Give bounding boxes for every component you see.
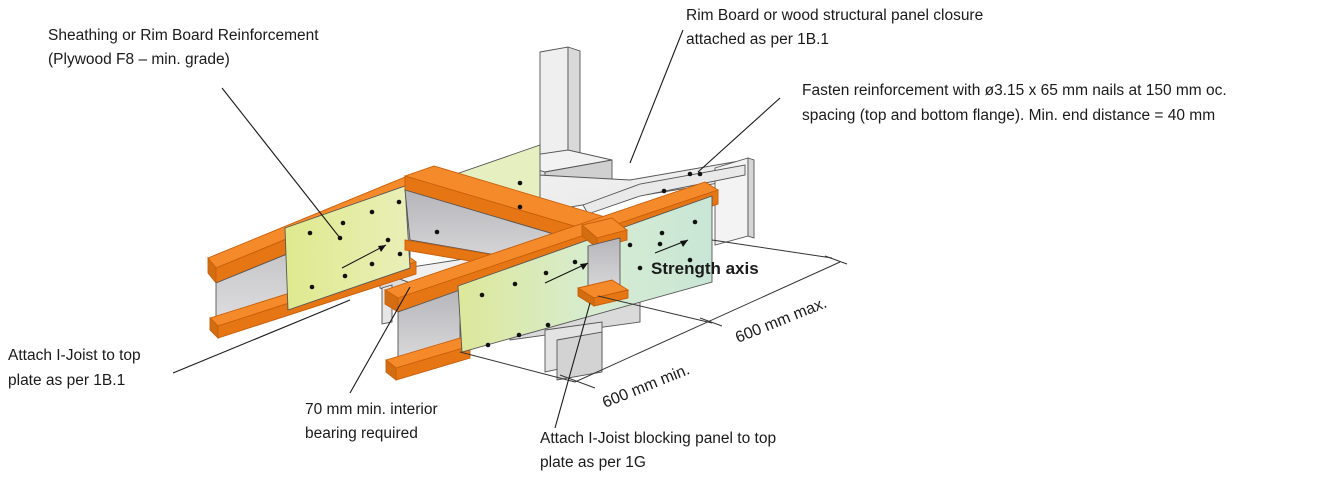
fasten-label-line2: spacing (top and bottom flange). Min. en… <box>802 107 1215 124</box>
interior-bearing-line2: bearing required <box>305 425 418 442</box>
interior-bearing-label: 70 mm min. interior bearing required <box>305 401 442 442</box>
interior-bearing-line1: 70 mm min. interior <box>305 401 438 418</box>
fasten-label: Fasten reinforcement with ø3.15 x 65 mm … <box>802 82 1231 124</box>
blocking-i-joist <box>576 217 630 307</box>
rim-board-label-line1: Rim Board or wood structural panel closu… <box>686 7 983 24</box>
rim-board-label-line2: attached as per 1B.1 <box>686 31 829 48</box>
blocking-panel-label: Attach I-Joist blocking panel to top pla… <box>540 430 780 471</box>
sheathing-label-line1: Sheathing or Rim Board Reinforcement <box>48 27 319 44</box>
dimension-lines <box>459 239 848 389</box>
sheathing-label-line2: (Plywood F8 – min. grade) <box>48 51 230 68</box>
leader-lines <box>172 29 781 429</box>
nails <box>307 171 703 348</box>
dim-min-label: 600 mm min. <box>600 361 692 411</box>
rim-board-label: Rim Board or wood structural panel closu… <box>686 7 988 48</box>
panel-arrows <box>341 239 689 284</box>
attach-top-plate-line1: Attach I-Joist to top <box>8 347 141 364</box>
blocking-panel-line1: Attach I-Joist blocking panel to top <box>540 430 776 447</box>
attach-top-plate-line2: plate as per 1B.1 <box>8 372 125 389</box>
blocking-panel-line2: plate as per 1G <box>540 454 646 471</box>
strength-axis-label: Strength axis <box>651 259 759 278</box>
attach-top-plate-label: Attach I-Joist to top plate as per 1B.1 <box>8 347 145 389</box>
fasten-label-line1: Fasten reinforcement with ø3.15 x 65 mm … <box>802 82 1227 99</box>
dim-max-label: 600 mm max. <box>733 295 829 347</box>
right-reinforcement-panel <box>457 195 713 353</box>
left-reinforcement-panel <box>284 185 411 311</box>
sheathing-label: Sheathing or Rim Board Reinforcement (Pl… <box>48 27 323 68</box>
